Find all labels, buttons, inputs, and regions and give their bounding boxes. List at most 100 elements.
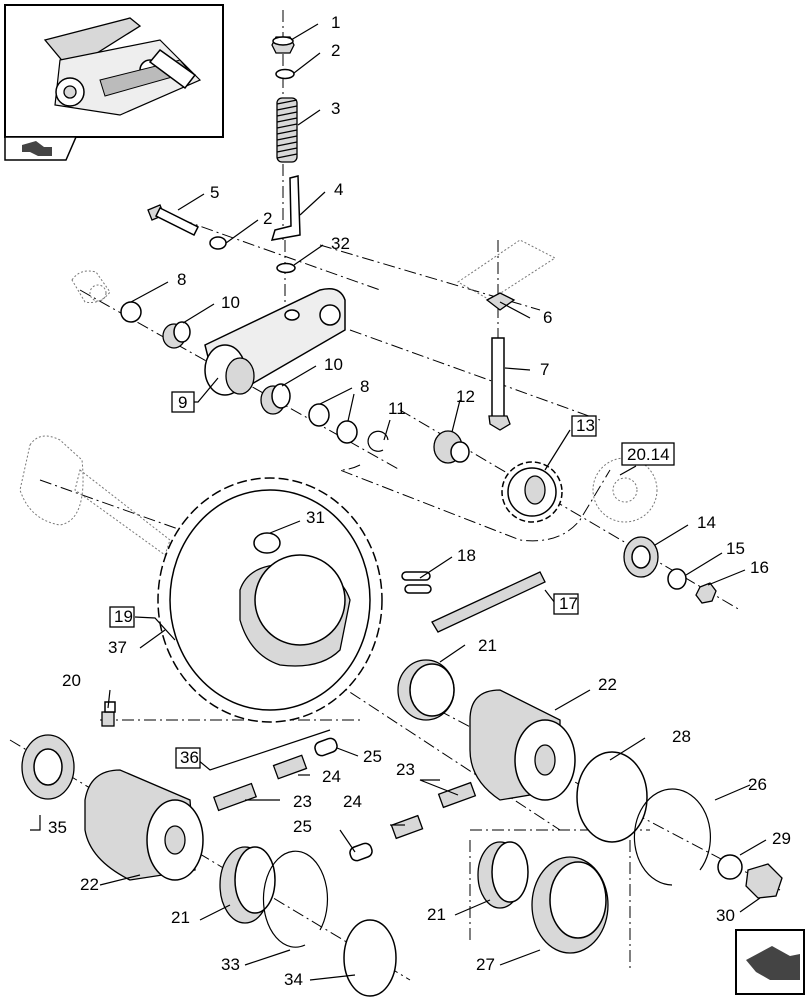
- arrow-icon[interactable]: [22, 141, 52, 156]
- callout-18: 18: [457, 546, 476, 565]
- part-10-bushing-b: [260, 383, 291, 415]
- callout-11: 11: [388, 399, 406, 418]
- label-box-36: [175, 747, 201, 769]
- part-24-spring: [272, 754, 308, 780]
- part-1-nut: [271, 36, 295, 54]
- callout-25: 25: [363, 747, 382, 766]
- callout-19: 19: [114, 607, 133, 626]
- leader-lines: [30, 23, 767, 981]
- callout-37: 37: [108, 638, 127, 657]
- callout-23: 23: [293, 792, 312, 811]
- part-35-bearing: [21, 734, 75, 800]
- callout-35: 35: [48, 818, 67, 837]
- callout-4: 4: [334, 180, 343, 199]
- part-33-snap-ring: [262, 850, 329, 948]
- part-30-nut: [745, 863, 783, 899]
- part-14-bearing: [623, 536, 659, 578]
- part-28-seal: [576, 751, 648, 843]
- callout-20: 20: [62, 671, 81, 690]
- part-32-washer: [276, 262, 296, 274]
- callout-20-14: 20.14: [627, 445, 670, 464]
- callout-14: 14: [697, 513, 716, 532]
- part-31-plug: [253, 532, 281, 554]
- part-10-bushing: [162, 321, 191, 349]
- part-7-long-bolt: [488, 337, 511, 431]
- part-6-nut-plate: [485, 292, 516, 311]
- part-21-bushing-b: [219, 846, 276, 924]
- callout-22: 22: [598, 675, 617, 694]
- callout-21-b: 21: [171, 908, 190, 927]
- part-22-coupling: [469, 689, 576, 801]
- callout-12: 12: [456, 387, 475, 406]
- part-25-pin: [314, 737, 338, 757]
- callout-25-b: 25: [293, 817, 312, 836]
- part-24-spring-b: [390, 814, 424, 840]
- callout-5: 5: [210, 183, 219, 202]
- part-25-pin-b: [349, 842, 373, 862]
- callout-labels: 1 2 3 4 5 2 32 8 10 6 9 7 10 8 11 12 13 …: [48, 13, 791, 989]
- machine-overview-icon[interactable]: [4, 4, 224, 161]
- callout-1: 1: [331, 13, 340, 32]
- callout-31: 31: [306, 508, 325, 527]
- label-box-9: [171, 391, 195, 413]
- callout-34: 34: [284, 970, 303, 989]
- part-16-nut: [695, 582, 717, 604]
- part-22-coupling-b: [84, 769, 204, 881]
- callout-17: 17: [559, 594, 578, 613]
- part-21-bushing-c: [477, 841, 529, 909]
- callout-24-b: 24: [343, 792, 362, 811]
- part-12-spacer: [433, 430, 470, 464]
- callout-29: 29: [772, 829, 791, 848]
- part-26-snap-ring: [633, 788, 711, 886]
- part-21-bushing: [397, 659, 455, 721]
- part-15-washer: [667, 568, 687, 590]
- label-box-20-14[interactable]: [621, 442, 675, 466]
- part-20-grease-fitting: [101, 701, 116, 727]
- callout-6: 6: [543, 308, 552, 327]
- part-4-bracket: [270, 175, 301, 241]
- callout-27: 27: [476, 955, 495, 974]
- callout-16: 16: [750, 558, 769, 577]
- part-29-washer: [717, 854, 743, 880]
- part-8-ring: [120, 301, 142, 323]
- part-5-bolt: [147, 204, 200, 237]
- label-box-13: [571, 415, 597, 437]
- callout-8: 8: [177, 270, 186, 289]
- callout-24: 24: [322, 767, 341, 786]
- part-8-ring-c: [336, 420, 358, 444]
- label-box-17: [553, 593, 579, 615]
- part-11-snap-ring: [367, 430, 389, 452]
- part-8-ring-b: [308, 403, 330, 427]
- callout-30: 30: [716, 906, 735, 925]
- part-17-chain: [431, 571, 546, 633]
- part-2-washer-b: [209, 236, 227, 250]
- callout-2: 2: [331, 41, 340, 60]
- part-27-seal: [531, 856, 609, 954]
- callout-3: 3: [331, 99, 340, 118]
- callout-13: 13: [576, 416, 595, 435]
- callout-15: 15: [726, 539, 745, 558]
- callout-32: 32: [331, 234, 350, 253]
- callout-10-b: 10: [324, 355, 343, 374]
- part-18-connector-link: [401, 571, 432, 594]
- callout-26: 26: [748, 775, 767, 794]
- part-34-seal: [343, 919, 397, 997]
- callout-8-b: 8: [360, 377, 369, 396]
- callout-10: 10: [221, 293, 240, 312]
- callout-21: 21: [478, 636, 497, 655]
- next-page-arrow-icon[interactable]: [735, 929, 805, 995]
- part-2-washer: [275, 68, 295, 80]
- callout-22-b: 22: [80, 875, 99, 894]
- part-13-sprocket: [501, 461, 563, 523]
- part-37-large-sprocket: [157, 477, 383, 723]
- part-23-spring: [212, 782, 258, 812]
- callout-28: 28: [672, 727, 691, 746]
- callout-23-b: 23: [396, 760, 415, 779]
- callout-2-b: 2: [263, 209, 272, 228]
- callout-7: 7: [540, 360, 549, 379]
- callout-36: 36: [180, 748, 199, 767]
- label-box-19: [109, 606, 135, 628]
- callout-21-c: 21: [427, 905, 446, 924]
- callout-9: 9: [178, 393, 187, 412]
